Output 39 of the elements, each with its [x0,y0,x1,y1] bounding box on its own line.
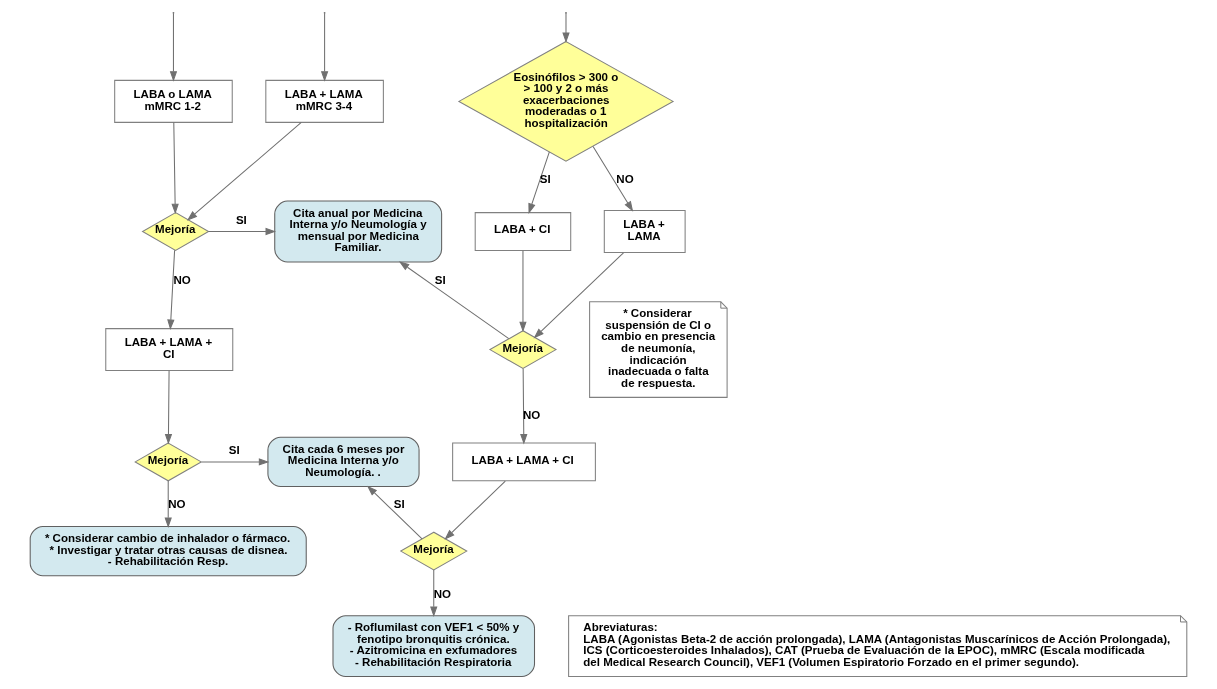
edge-label: NO [173,273,191,286]
edge-label: NO [433,587,452,600]
node-box: LABA + LAMA [603,210,686,254]
arrow [171,121,179,215]
node-box: * Considerar cambio de inhalador o fármaco. * Investigar y tratar otras causas de disnea. - Rehabilitación Resp. [29,525,307,577]
edge-label: SI [539,173,551,186]
edge-label: NO [522,409,541,422]
node-box: LABA o LAMA mMRC 1-2 [114,79,233,123]
edge-label: NO [616,173,634,186]
arrow [430,569,438,618]
arrow [398,261,510,340]
edge-label: NO [168,498,186,511]
node-box: Cita anual por Medicina Interna y/o Neumología y mensual por Medicina Familiar. [274,200,443,263]
edge-label: SI [393,498,405,511]
node-diamond: Eosinófilos > 300 o > 100 y 2 o más exacerbaciones moderadas o 1 hospitalización [457,40,675,162]
edge-label: SI [228,444,240,457]
node-box: LABA + LAMA + CI [452,442,596,482]
arrow [367,485,423,540]
arrow [533,252,625,339]
arrow [186,121,302,221]
node-box: Cita cada 6 meses por Medicina Interna y/o Neumología. . [267,436,420,488]
arrow [444,480,506,540]
node-diamond: Mejoría [134,442,203,482]
arrow [164,370,173,445]
arrow [164,480,172,528]
arrow [519,250,527,333]
arrow [592,145,634,212]
node-box: - Roflumilast con VEF1 < 50% y fenotipo bronquitis crónica. - Azitromicina en exfumadores - Rehabilitación Respiratoria [332,615,536,678]
node-box: LABA + CI [474,212,572,251]
node-box: LABA + LAMA mMRC 3-4 [265,79,384,123]
arrow [167,249,176,330]
arrow [208,227,276,236]
arrow [562,12,570,44]
edge-label: SI [434,273,446,286]
node-box: LABA + LAMA + CI [105,328,234,372]
arrow [201,458,270,466]
arrow [520,368,528,445]
arrow [528,151,550,214]
edge-label: SI [235,213,247,226]
